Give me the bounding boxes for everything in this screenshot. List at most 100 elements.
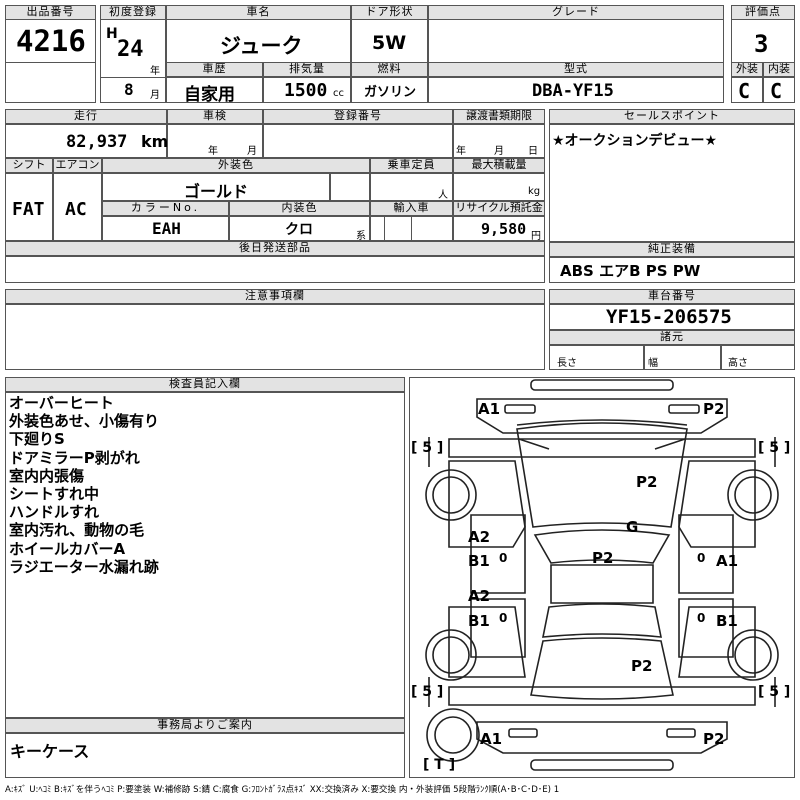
max-load-header: 最大積載量 (453, 158, 545, 173)
color-no-header: カラーNo. (102, 201, 229, 216)
car-diagram-panel (409, 377, 795, 778)
rear-lamp-right (666, 728, 696, 738)
left-front-fender (448, 460, 526, 548)
roof (550, 564, 654, 604)
damage-0-front-left: 0 (499, 551, 508, 565)
int-color-suffix: 系 (356, 231, 366, 242)
aircon: AC (65, 199, 87, 220)
caution-header: 注意事項欄 (5, 289, 545, 304)
tyre-rear-right (727, 629, 779, 681)
exterior-header: 外装 (731, 62, 763, 77)
tyre-rear-left-score: [ 5 ] (411, 684, 444, 700)
front-lamp-left (504, 404, 536, 414)
door-type: 5W (372, 32, 407, 54)
transfer-year-unit: 年 (456, 146, 466, 157)
interior-cell (763, 77, 795, 103)
remark-item: 室内内張傷 (9, 466, 85, 485)
office-notice: キーケース (10, 742, 90, 761)
recycle-fee-unit: 円 (531, 231, 541, 242)
sales-point-header: セールスポイント (549, 109, 795, 124)
tyre-front-left-score: [ 5 ] (411, 440, 444, 456)
model-type: DBA-YF15 (532, 81, 614, 101)
inspection-cell (167, 124, 263, 158)
remark-item: 下廻りS (9, 430, 65, 449)
damage-0-rear-left: 0 (499, 611, 508, 625)
damage-A1-bottom-left: A1 (480, 730, 503, 748)
lot-number: 4216 (16, 24, 86, 58)
office-notice-cell (5, 733, 405, 778)
score-header: 評価点 (731, 5, 795, 20)
damage-B1-rear-right: B1 (716, 612, 738, 630)
tyre-front-left (425, 469, 477, 521)
inspection-year-unit: 年 (208, 146, 218, 157)
damage-0-front-right: 0 (697, 551, 706, 565)
displacement-header: 排気量 (263, 62, 351, 77)
int-color-header: 内装色 (229, 201, 370, 216)
right-front-door (678, 514, 734, 594)
later-parts-header: 後日発送部品 (5, 241, 545, 256)
transfer-day-unit: 日 (528, 146, 538, 157)
spec-width-label: 幅 (648, 358, 658, 369)
history: 自家用 (184, 85, 235, 105)
inspection-header: 車検 (167, 109, 263, 124)
tyre-rear-right-score: [ 5 ] (758, 684, 791, 700)
spec-length-cell (549, 345, 644, 370)
remark-item: シートすれ中 (9, 485, 100, 504)
mileage-header: 走行 (5, 109, 167, 124)
shift-header: シフト (5, 158, 53, 173)
first-reg-header: 初度登録 (100, 5, 166, 20)
left-quarter (448, 606, 526, 678)
fuel-header: 燃料 (351, 62, 428, 77)
aircon-header: エアコン (53, 158, 102, 173)
shift: FAT (12, 199, 45, 220)
grade-header: グレード (428, 5, 724, 20)
int-color-cell (229, 216, 370, 241)
front-bumper-strip (530, 379, 674, 391)
chassis-cell (549, 304, 795, 330)
month-cell (100, 77, 166, 103)
rear-apron (448, 686, 756, 706)
ext-color-header: 外装色 (102, 158, 370, 173)
rear-window (542, 603, 662, 638)
first-reg-year: 24 (117, 37, 144, 62)
spare-tyre-label: [ T ] (423, 757, 456, 773)
capacity-cell (370, 173, 453, 201)
legend: A:ｷｽﾞ U:ﾍｺﾐ B:ｷｽﾞを伴うﾍｺﾐ P:要塗装 W:補修跡 S:錆 … (5, 785, 560, 795)
sales-point: ★オークションデビュー★ (552, 133, 718, 149)
lot-number-header: 出品番号 (5, 5, 96, 20)
remark-item: ハンドルすれ (9, 503, 100, 522)
displacement: 1500 (284, 80, 328, 101)
office-notice-header: 事務局よりご案内 (5, 718, 405, 733)
front-grille-line (516, 419, 688, 426)
displacement-unit: cc (333, 88, 344, 99)
remark-item: 室内汚れ、動物の毛 (9, 521, 145, 540)
ext-color-cell-2 (330, 173, 370, 201)
capacity-unit: 人 (438, 190, 448, 201)
transfer-header: 譲渡書類期限 (453, 109, 545, 124)
aircon-cell (53, 173, 102, 241)
trunk (530, 637, 674, 700)
first-reg-box (100, 5, 166, 103)
import-header: 輸入車 (370, 201, 453, 216)
rear-bumper (476, 721, 728, 754)
shift-cell (5, 173, 53, 241)
max-load-unit: kg (528, 186, 541, 197)
damage-B1-front-left: B1 (468, 552, 490, 570)
damage-B1-rear-left: B1 (468, 612, 490, 630)
later-parts-cell (5, 256, 545, 283)
sales-point-cell (549, 124, 795, 242)
damage-A1-front-right: A1 (716, 552, 739, 570)
remark-item: ドアミラーP剥がれ (9, 448, 140, 467)
era: H (106, 26, 118, 42)
max-load-cell (453, 173, 545, 201)
left-rear-door (470, 598, 526, 658)
damage-0-rear-right: 0 (697, 611, 706, 625)
history-header: 車歴 (166, 62, 263, 77)
mileage: 82,937 (66, 132, 128, 152)
remark-item: ラジエーター水漏れ跡 (9, 557, 159, 576)
model-type-cell (428, 77, 724, 103)
tyre-front-right-score: [ 5 ] (758, 440, 791, 456)
interior-header: 内装 (763, 62, 795, 77)
tyre-rear-left (425, 629, 477, 681)
genuine-equipment-header: 純正装備 (549, 242, 795, 257)
